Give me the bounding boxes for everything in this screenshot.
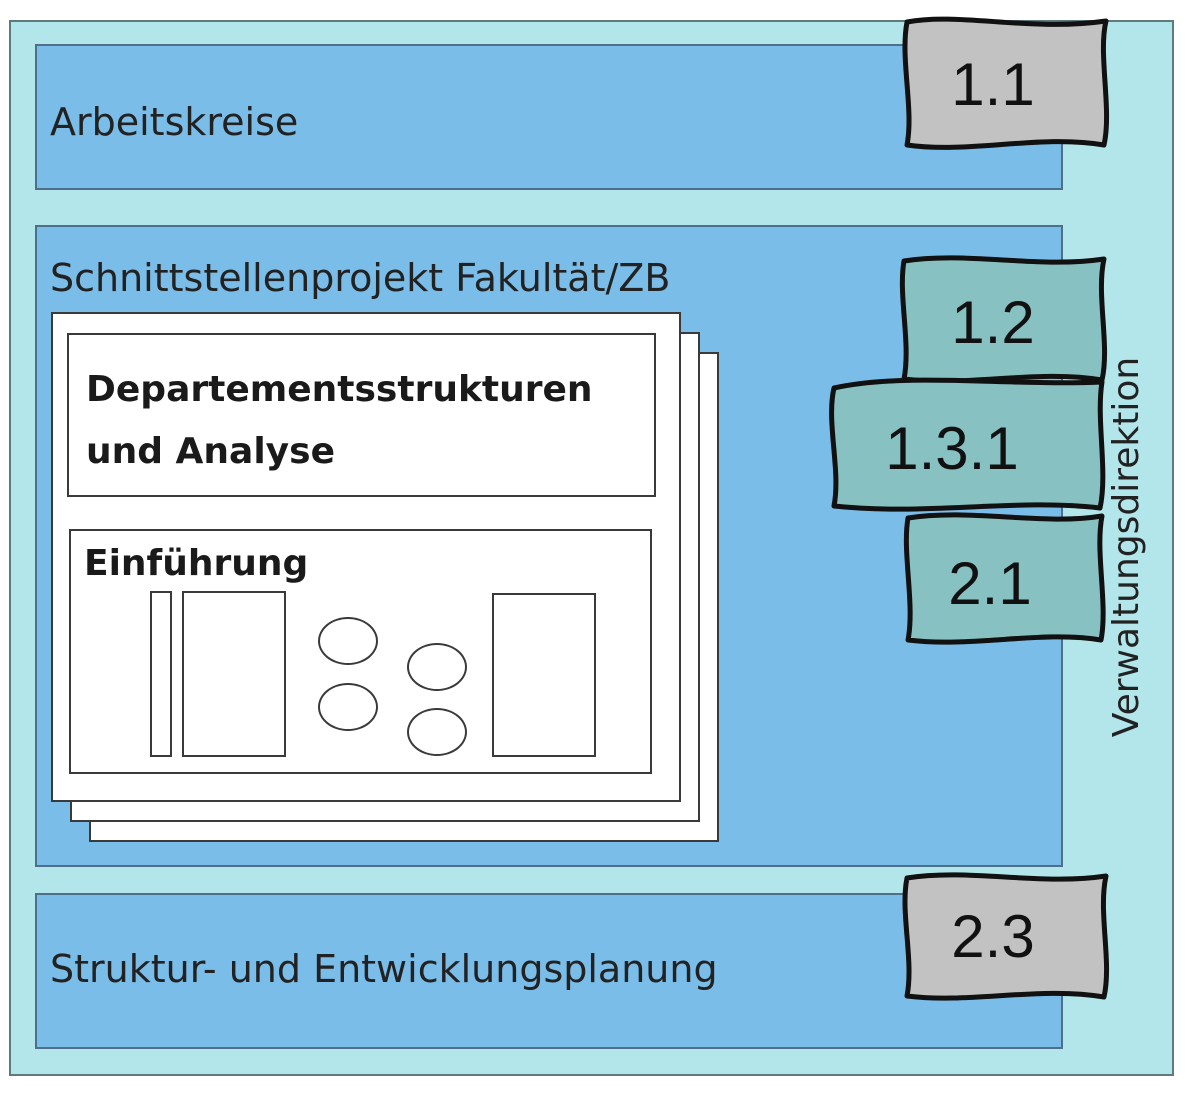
tag-2-1-text: 2.1 [948, 550, 1031, 617]
verwaltungsdirektion-label: Verwaltungsdirektion [1106, 356, 1147, 738]
tag-1-2: 1.2 [899, 255, 1108, 384]
layout-ellipse-2 [318, 683, 378, 731]
band-struktur [35, 893, 1063, 1049]
layout-ellipse-1 [318, 617, 378, 665]
layout-bar [150, 591, 172, 757]
tag-1-2-text: 1.2 [951, 289, 1034, 356]
layout-ellipse-4 [407, 708, 467, 756]
tag-1-1-text: 1.1 [951, 51, 1034, 118]
tag-1-3-1: 1.3.1 [829, 377, 1106, 512]
tag-2-3: 2.3 [902, 872, 1110, 1001]
einfuehrung-title: Einführung [84, 543, 309, 584]
band-struktur-label: Struktur- und Entwicklungsplanung [50, 947, 718, 991]
document-title-line1: Departementsstrukturen [86, 369, 593, 410]
document-title-line2: und Analyse [86, 431, 335, 472]
tag-1-3-1-text: 1.3.1 [885, 415, 1018, 482]
layout-rect-right [492, 593, 596, 757]
layout-ellipse-3 [407, 643, 467, 691]
document-title-box: Departementsstrukturen und Analyse [67, 333, 656, 497]
tag-1-1: 1.1 [902, 16, 1110, 150]
tag-2-1: 2.1 [903, 512, 1106, 645]
band-arbeitskreise [35, 44, 1063, 190]
band-schnittstellenprojekt-label: Schnittstellenprojekt Fakultät/ZB [50, 256, 671, 300]
band-arbeitskreise-label: Arbeitskreise [50, 100, 299, 144]
tag-2-3-text: 2.3 [951, 903, 1034, 970]
layout-rect-left [182, 591, 286, 757]
